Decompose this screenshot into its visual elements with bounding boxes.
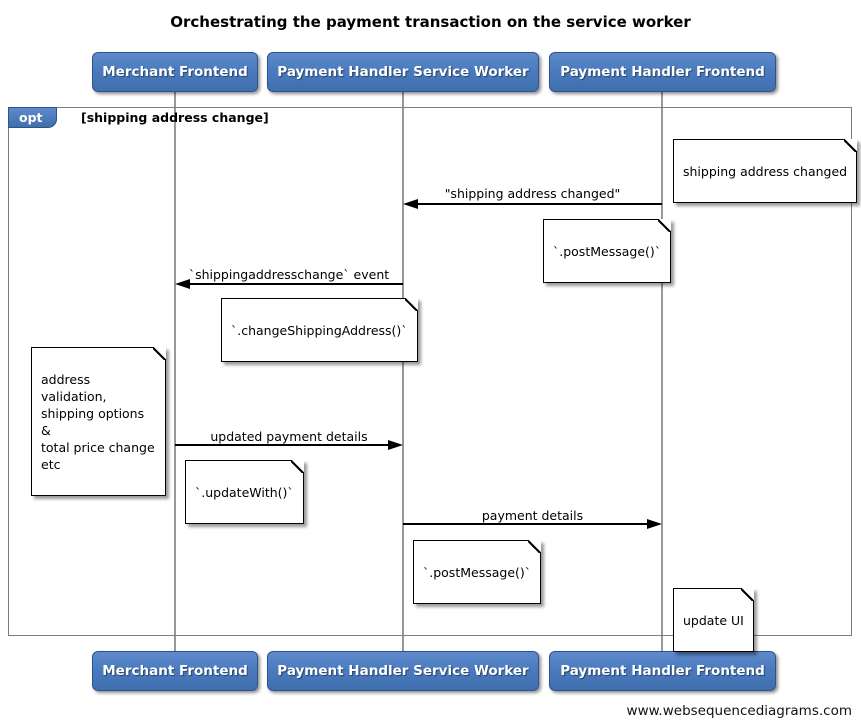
note-fold-icon [404,298,418,311]
watermark: www.websequencediagrams.com [626,703,852,719]
lifeline-payment-handler-service-worker [402,92,404,651]
message-label-updated-payment-details: updated payment details [210,429,368,444]
message-line [175,444,400,446]
arrowhead-left-icon [403,199,418,209]
message-line [406,203,662,205]
actor-label: Payment Handler Frontend [560,64,765,80]
lifeline-merchant-frontend [174,92,176,651]
message-line [178,283,403,285]
actor-label: Payment Handler Frontend [560,663,765,679]
note-fold-icon [528,540,542,553]
note-fold-icon [290,460,304,473]
actor-bottom-payment-handler-service-worker: Payment Handler Service Worker [267,651,539,691]
message-label-shippingaddresschange-event: `shippingaddresschange` event [188,267,390,282]
arrowhead-right-icon [647,519,662,529]
note-shipping-address-changed: shipping address changed [673,139,858,203]
actor-label: Merchant Frontend [102,64,248,80]
note-fold-icon [153,347,166,360]
note-text: update UI [683,613,744,628]
message-label-shipping-address-changed: "shipping address changed" [444,186,621,201]
actor-bottom-payment-handler-frontend: Payment Handler Frontend [549,651,776,691]
note-address-validation: address validation, shipping options & t… [31,347,166,496]
actor-top-merchant-frontend: Merchant Frontend [92,52,258,92]
diagram-title: Orchestrating the payment transaction on… [170,13,691,31]
note-text: `.postMessage()` [423,565,532,580]
actor-top-payment-handler-service-worker: Payment Handler Service Worker [267,52,539,92]
note-update-with: `.updateWith()` [185,460,304,524]
lifeline-payment-handler-frontend [661,92,663,651]
note-post-message-2: `.postMessage()` [413,540,542,604]
note-post-message-1: `.postMessage()` [543,219,672,283]
actor-bottom-merchant-frontend: Merchant Frontend [92,651,258,691]
note-fold-icon [740,588,754,601]
note-text: `.changeShippingAddress()` [231,323,408,338]
actor-label: Payment Handler Service Worker [277,64,529,80]
arrowhead-right-icon [388,440,403,450]
opt-guard-label: [shipping address change] [81,110,269,125]
actor-top-payment-handler-frontend: Payment Handler Frontend [549,52,776,92]
note-text: shipping address changed [683,164,848,179]
note-text: `.postMessage()` [553,244,662,259]
arrowhead-left-icon [175,279,190,289]
message-line [403,523,659,525]
note-update-ui: update UI [673,588,754,652]
note-fold-icon [658,219,672,232]
actor-label: Merchant Frontend [102,663,248,679]
actor-label: Payment Handler Service Worker [277,663,529,679]
note-fold-icon [844,139,858,152]
opt-fragment-frame: opt [shipping address change] [8,107,852,636]
opt-operator-tab: opt [8,107,57,128]
note-text: `.updateWith()` [195,485,294,500]
message-label-payment-details: payment details [481,508,584,523]
note-change-shipping-address: `.changeShippingAddress()` [221,298,418,362]
note-text: address validation, shipping options & t… [41,372,155,472]
